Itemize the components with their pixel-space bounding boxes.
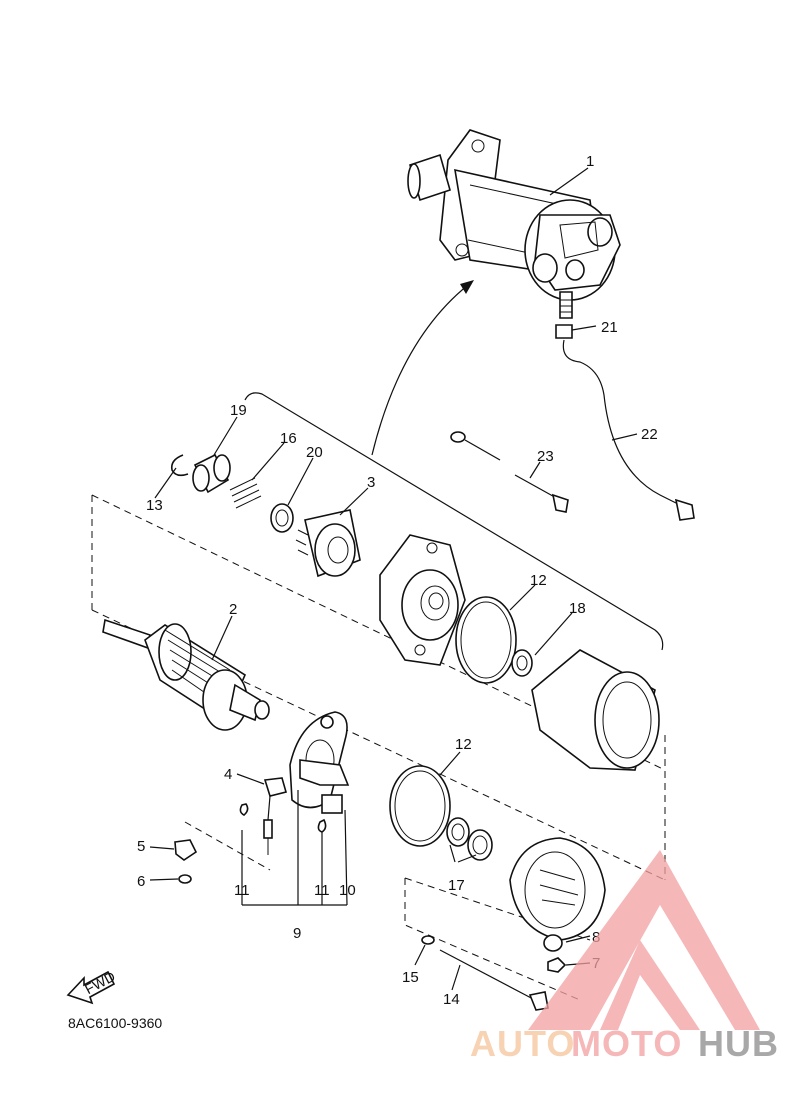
- kit-bracket: [244, 392, 664, 651]
- shaft-small-parts: [170, 453, 361, 578]
- watermark-word-hub: HUB: [698, 1023, 779, 1064]
- washer-6: [178, 874, 192, 884]
- callout-11a: 11: [234, 882, 250, 899]
- callout-16: 16: [280, 430, 297, 447]
- callout-18: 18: [569, 600, 586, 617]
- callout-19: 19: [230, 402, 247, 419]
- callout-1: 1: [586, 153, 594, 170]
- o-ring-upper: [455, 596, 517, 684]
- callout-4: 4: [224, 766, 232, 783]
- through-bolt: [439, 949, 536, 1001]
- fwd-label: FWD: [82, 968, 118, 997]
- starter-motor-assembly: [407, 129, 621, 319]
- callout-10: 10: [339, 882, 356, 899]
- rear-cover: [509, 837, 606, 973]
- fwd-arrow: FWD: [66, 968, 118, 1005]
- callout-15: 15: [402, 969, 419, 986]
- callout-13: 13: [146, 497, 163, 514]
- washer-17a: [446, 817, 470, 847]
- front-bracket: [379, 534, 466, 666]
- yoke: [531, 649, 660, 771]
- callout-23: 23: [537, 448, 554, 465]
- callout-20: 20: [306, 444, 323, 461]
- watermark-word-auto: AUTO: [470, 1023, 575, 1064]
- screw-5: [174, 839, 198, 861]
- callout-3: 3: [367, 474, 375, 491]
- diagram-code: 8AC6100-9360: [68, 1015, 162, 1031]
- callout-21: 21: [601, 319, 618, 336]
- assembly-arrow: [371, 284, 469, 456]
- armature: [102, 618, 270, 731]
- callout-6: 6: [137, 873, 145, 890]
- washer-15: [421, 935, 435, 945]
- assembly-arrow-head: [460, 280, 474, 294]
- callout-22: 22: [641, 426, 658, 443]
- callout-14: 14: [443, 991, 460, 1008]
- callout-12b: 12: [455, 736, 472, 753]
- lead-wire: [555, 324, 695, 521]
- watermark-word-moto: MOTO: [571, 1023, 682, 1064]
- battery-cable-parts: [450, 431, 569, 513]
- nut-7: [547, 957, 567, 973]
- callout-5: 5: [137, 838, 145, 855]
- leader-lines: [149, 167, 638, 991]
- washer-18: [511, 649, 533, 677]
- callout-11b: 11: [314, 882, 330, 899]
- callout-12a: 12: [530, 572, 547, 589]
- callout-9: 9: [293, 925, 301, 942]
- callout-2: 2: [229, 601, 237, 618]
- watermark-logo: AUTO MOTO HUB: [470, 850, 779, 1064]
- callout-17: 17: [448, 877, 465, 894]
- brush-plate: [239, 711, 350, 855]
- callout-numbers: 1 21 22 23 19 16 20 3 13 2 12 18 12 4 5 …: [137, 153, 658, 1008]
- o-ring-lower: [389, 765, 451, 847]
- washer-17b: [467, 829, 493, 861]
